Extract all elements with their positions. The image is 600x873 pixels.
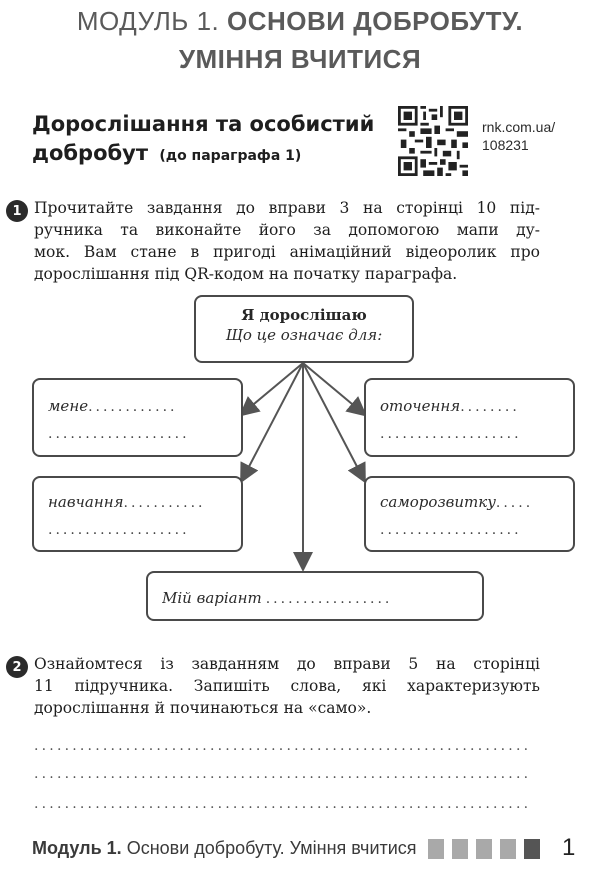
answer-box-samorozvytku[interactable]: саморозвитку..... ...................	[364, 476, 575, 552]
section-subtitle: (до параграфа 1)	[159, 148, 302, 164]
box-label-mene: мене	[48, 397, 89, 415]
dotted-line: ...................	[380, 426, 522, 442]
footer-text: Модуль 1. Основи добробуту. Уміння вчити…	[32, 838, 417, 859]
footer-decor-square	[476, 839, 492, 859]
box-label-otochennia: оточення	[380, 397, 461, 415]
mindmap-center-box: Я дорослішаю Що це означає для:	[194, 295, 414, 363]
dotted-line: ...........	[123, 495, 206, 511]
box-label-variant: Мій варіант	[162, 589, 262, 607]
qr-code-icon[interactable]	[398, 106, 468, 176]
task2-line: Ознайомтеся із завданням до вправи 5 на …	[34, 655, 540, 673]
task2-line: 11 підручника. Запишіть слова, які харак…	[34, 677, 540, 695]
task1-number-badge: 1	[6, 200, 28, 222]
center-title: Я дорослішаю	[241, 306, 367, 324]
task1-text: Прочитайте завдання до вправи 3 на сторі…	[34, 197, 540, 285]
module-title-part2: УМІННЯ ВЧИТИСЯ	[178, 44, 422, 74]
dotted-line: ...................	[48, 522, 190, 538]
arrow-to-samorozvytku	[302, 362, 366, 484]
arrow-to-navchannia	[240, 362, 304, 484]
task2-text: Ознайомтеся із завданням до вправи 5 на …	[34, 653, 540, 719]
answer-box-navchannia[interactable]: навчання........... ...................	[32, 476, 243, 552]
section-title-line2-wrap: добробут (до параграфа 1)	[32, 141, 301, 165]
box-label-samorozvytku: саморозвитку	[380, 493, 496, 511]
dotted-line: .....	[495, 495, 534, 511]
task1-line: ручника та виконайте його за допомогою м…	[34, 221, 540, 239]
arrow-to-otochennia	[302, 362, 368, 417]
page-number: 1	[562, 834, 576, 861]
dotted-line: ...................	[48, 426, 190, 442]
box-label-navchannia: навчання	[48, 493, 124, 511]
task2-line: дорослішання й починаються на «само».	[34, 699, 372, 717]
link-line1: rnk.com.ua/	[482, 119, 556, 135]
module-title-part1: ОСНОВИ ДОБРОБУТУ.	[227, 6, 524, 36]
answer-box-mene[interactable]: мене............ ...................	[32, 378, 243, 457]
task1-line: дорослішання під QR-кодом на початку пар…	[34, 265, 458, 283]
footer-decor-square	[500, 839, 516, 859]
section-title-line1: Дорослішання та особистий	[32, 112, 375, 136]
module-heading: МОДУЛЬ 1. ОСНОВИ ДОБРОБУТУ.	[0, 6, 600, 37]
section-title-line2: добробут	[32, 141, 149, 165]
writing-line[interactable]: ........................................…	[34, 796, 532, 812]
link-line2: 108231	[482, 137, 529, 153]
center-subtitle: Що це означає для:	[225, 326, 383, 344]
module-label: МОДУЛЬ 1.	[76, 6, 220, 36]
writing-line[interactable]: ........................................…	[34, 766, 532, 782]
writing-line[interactable]: ........................................…	[34, 738, 532, 754]
dotted-line: ...................	[380, 522, 522, 538]
arrow-to-mene	[238, 362, 304, 417]
dotted-line: ........	[460, 399, 520, 415]
footer-decor-square	[524, 839, 540, 859]
answer-box-otochennia[interactable]: оточення........ ...................	[364, 378, 575, 457]
answer-box-variant[interactable]: Мій варіант.................	[146, 571, 484, 621]
resource-link[interactable]: rnk.com.ua/ 108231	[482, 118, 555, 154]
footer-decor-square	[428, 839, 444, 859]
footer-decor-square	[452, 839, 468, 859]
task1-line: Прочитайте завдання до вправи 3 на сторі…	[34, 199, 540, 217]
footer-title: Основи добробуту. Уміння вчитися	[126, 838, 417, 858]
task2-number-badge: 2	[6, 656, 28, 678]
task1-line: мок. Вам стане в пригоді анімаційний від…	[34, 243, 540, 261]
dotted-line: ............	[88, 399, 178, 415]
footer-module: Модуль 1.	[32, 838, 122, 858]
dotted-line: .................	[265, 591, 393, 607]
